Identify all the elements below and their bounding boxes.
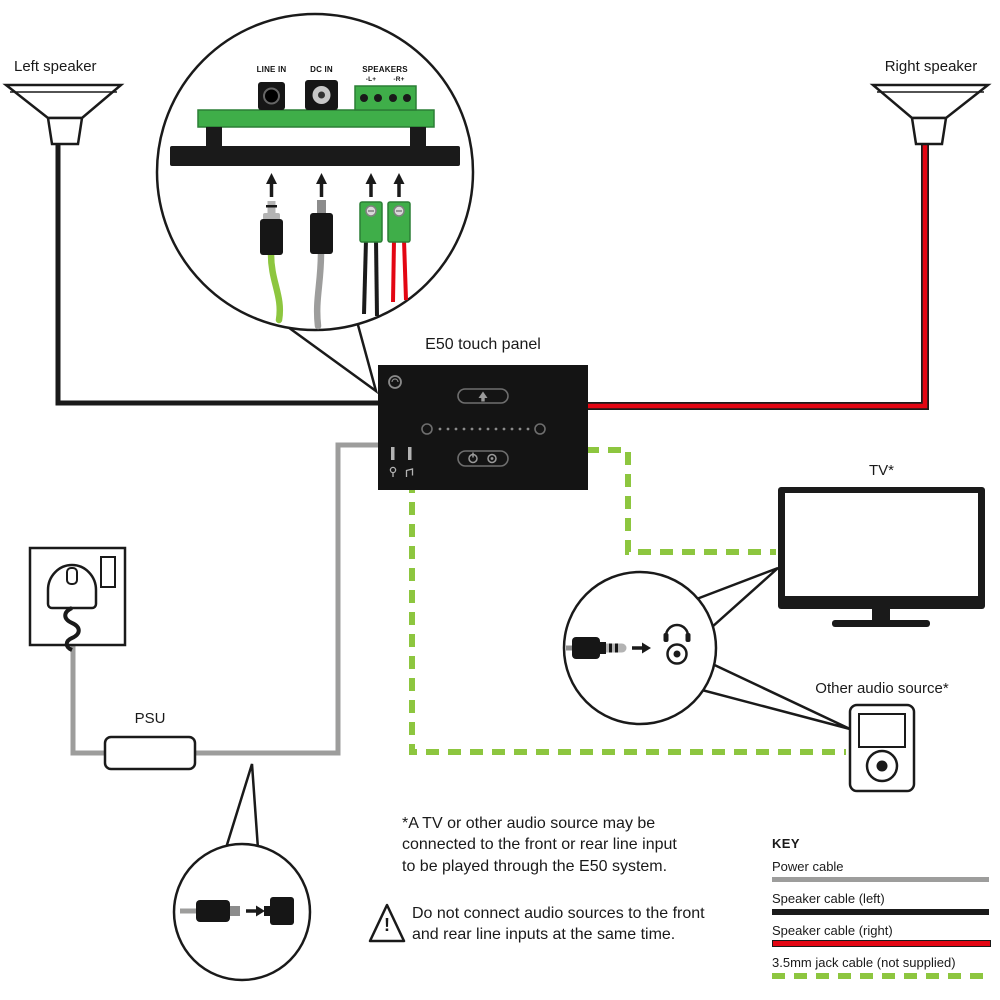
speaker-terminal-strip xyxy=(354,85,417,111)
speaker-terminal-plugs xyxy=(359,201,411,317)
speaker-cable-right xyxy=(586,140,929,410)
connect-arrow-icon xyxy=(632,642,651,654)
headphone-icon xyxy=(663,623,691,642)
headphone-jack xyxy=(391,447,395,460)
rear-panel-detail-bubble xyxy=(155,12,475,395)
tv-label: TV* xyxy=(868,462,894,479)
up-arrow-icon xyxy=(478,391,488,398)
led-indicator-row xyxy=(421,423,546,435)
jack-socket-icon xyxy=(666,643,688,665)
plug-cord-coil xyxy=(63,606,81,652)
footnote-text: *A TV or other audio source may be conne… xyxy=(402,815,677,875)
media-player-icon xyxy=(848,703,916,793)
front-line-in-jack xyxy=(408,447,412,460)
other-audio-source-label: Other audio source* xyxy=(815,680,949,697)
left-speaker-icon xyxy=(2,83,125,146)
power-cable xyxy=(70,442,380,756)
mounting-bar xyxy=(170,146,460,166)
power-source-buttons xyxy=(457,450,509,467)
key-title: KEY xyxy=(772,836,800,851)
key-label-speaker-left: Speaker cable (left) xyxy=(772,891,885,906)
key-line-speaker-right xyxy=(772,940,991,947)
right-speaker-label: Right speaker xyxy=(884,58,978,75)
screw-icon xyxy=(388,375,402,389)
warning-text: Do not connect audio sources to the fron… xyxy=(412,905,705,944)
key-label-power-cable: Power cable xyxy=(772,859,844,874)
jack-plug-icon xyxy=(566,637,627,659)
key-line-jack-cable xyxy=(772,973,989,979)
pcb-strip xyxy=(197,109,435,128)
dc-socket-icon xyxy=(264,897,294,925)
key-label-speaker-right: Speaker cable (right) xyxy=(772,923,893,938)
terminal-right-label: -R+ xyxy=(393,76,405,83)
dc-in-label: DC IN xyxy=(310,65,333,74)
dc-connector-detail-bubble xyxy=(172,763,312,982)
connect-arrow-icon xyxy=(246,905,265,917)
touch-control-up-button xyxy=(457,388,509,404)
dc-plug-icon xyxy=(196,900,240,922)
front-input-jacks xyxy=(389,447,414,477)
music-note-icon xyxy=(405,468,414,477)
key-line-power-cable xyxy=(772,877,989,882)
terminal-left-label: -L+ xyxy=(365,76,377,83)
tv-screen xyxy=(785,493,978,596)
dc-in-socket xyxy=(305,80,338,110)
e50-touch-panel xyxy=(378,365,588,490)
key-line-speaker-left xyxy=(772,909,989,915)
source-icon xyxy=(487,453,497,464)
jack-detail-bubble xyxy=(562,566,851,731)
line-in-label: LINE IN xyxy=(256,65,287,74)
line-in-socket xyxy=(258,82,285,110)
speakers-label: SPEAKERS xyxy=(362,65,408,74)
bubble-pointer xyxy=(224,763,260,851)
psu-label: PSU xyxy=(134,710,166,727)
warning-triangle-icon xyxy=(368,903,406,943)
left-speaker-label: Left speaker xyxy=(14,58,97,75)
jack-plug-icon xyxy=(260,201,284,324)
right-speaker-icon xyxy=(869,83,992,146)
mains-plug-icon xyxy=(46,563,98,610)
jack-cable-to-audio-source xyxy=(409,480,846,755)
player-screen xyxy=(858,713,906,748)
wall-socket xyxy=(28,546,127,652)
dc-plug-icon xyxy=(310,200,333,330)
speaker-cable-left xyxy=(55,140,380,406)
insert-arrow-icons xyxy=(266,173,405,197)
warning-exclamation: ! xyxy=(384,915,390,935)
socket-switch xyxy=(100,556,116,588)
jack-cable-to-tv xyxy=(586,447,776,555)
e50-panel-label: E50 touch panel xyxy=(425,336,541,353)
key-label-jack-cable: 3.5mm jack cable (not supplied) xyxy=(772,955,956,970)
tv-icon xyxy=(778,487,985,627)
psu-box xyxy=(103,735,197,771)
